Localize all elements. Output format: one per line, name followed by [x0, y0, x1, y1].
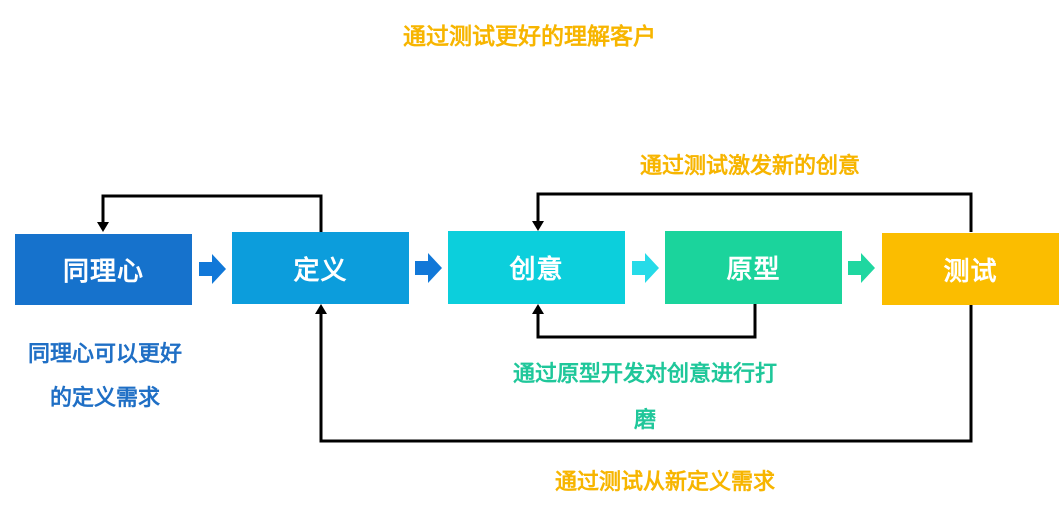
label-empathy-note-line1: 同理心可以更好: [27, 342, 182, 367]
forward-arrow-3: [632, 253, 659, 283]
label-test-inspire: 通过测试激发新的创意: [639, 154, 860, 179]
forward-arrow-2: [415, 253, 442, 283]
stage-test-label: 测试: [943, 256, 998, 287]
forward-arrow-4: [848, 253, 875, 283]
loop-test-to-ideate: [536, 192, 973, 232]
stage-empathy-label: 同理心: [62, 257, 144, 287]
stage-define-label: 定义: [293, 255, 348, 286]
arrowhead-define-bottom: [315, 304, 327, 314]
page-title: 通过测试更好的理解客户: [403, 24, 656, 50]
loop-define-to-empathy: [101, 194, 323, 232]
stage-ideate-label: 创意: [509, 255, 564, 285]
stage-define: 定义: [232, 232, 409, 304]
arrowhead-ideate-top: [532, 221, 544, 231]
loop-test-to-define: [319, 304, 973, 443]
arrowhead-ideate-bottom: [532, 304, 544, 314]
stage-prototype: 原型: [665, 231, 842, 304]
label-test-redefine: 通过测试从新定义需求: [554, 470, 775, 495]
stage-empathy: 同理心: [15, 234, 192, 305]
arrowhead-empathy: [97, 222, 109, 232]
forward-arrow-1: [199, 254, 226, 284]
stage-test: 测试: [882, 233, 1059, 305]
stage-ideate: 创意: [448, 231, 625, 304]
label-prototype-refine-line2: 磨: [633, 408, 656, 433]
label-prototype-refine-line1: 通过原型开发对创意进行打: [512, 362, 777, 387]
label-empathy-note-line2: 的定义需求: [49, 386, 160, 411]
loop-prototype-to-ideate: [536, 304, 757, 339]
stage-prototype-label: 原型: [726, 255, 781, 285]
